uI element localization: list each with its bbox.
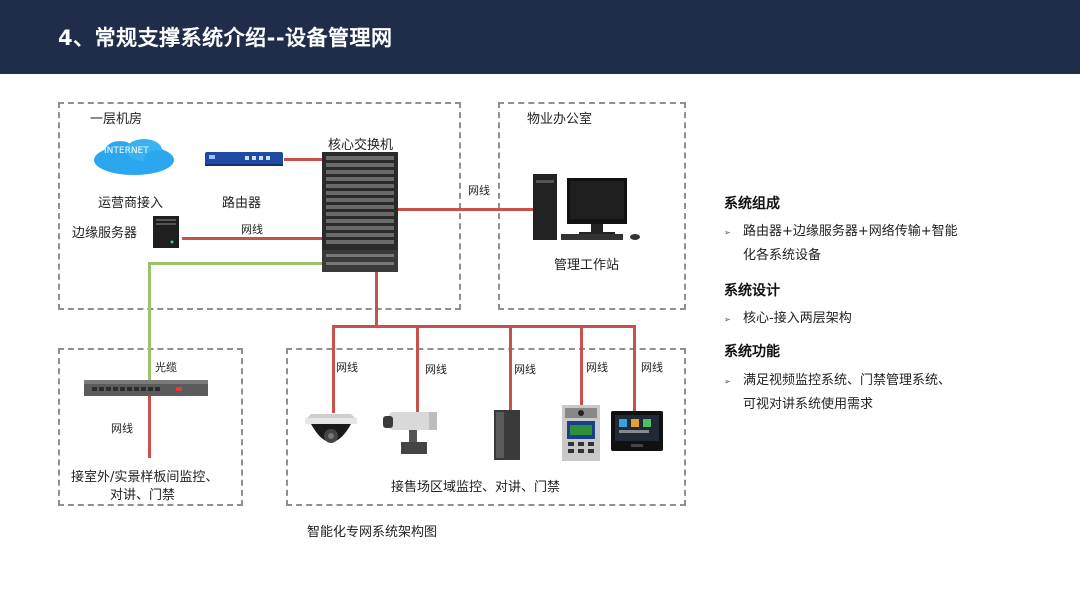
- link-label-3: 网线: [514, 363, 536, 376]
- function-line2: 可视对讲系统使用需求: [743, 397, 874, 412]
- workstation-label: 管理工作站: [554, 258, 620, 273]
- wire-drop-4: [580, 325, 583, 405]
- zone-sales: [286, 348, 686, 506]
- link-label-4: 网线: [586, 361, 608, 374]
- link-label-1: 网线: [336, 361, 358, 374]
- function-bullet: ➢: [724, 377, 731, 386]
- composition-bullet: ➢: [724, 228, 731, 237]
- wire-core-down: [375, 272, 378, 326]
- wire-server-core: [182, 237, 324, 240]
- link-label-switch: 网线: [111, 422, 133, 435]
- bullet-camera-icon: [383, 412, 437, 454]
- zone-machine-room: [58, 102, 461, 310]
- function-line1: 满足视频监控系统、门禁管理系统、: [743, 373, 952, 388]
- internet-label: INTERNET: [104, 146, 149, 156]
- page-title: 4、常规支撑系统介绍--设备管理网: [58, 26, 393, 50]
- edge-server-icon: [153, 216, 179, 248]
- access-reader-icon: [494, 410, 520, 460]
- internet-cloud-icon: [94, 139, 174, 175]
- isp-label: 运营商接入: [98, 196, 164, 211]
- outdoor-label-line2: 对讲、门禁: [110, 488, 176, 503]
- wire-fiber-horizontal: [148, 262, 324, 265]
- router-icon: [205, 152, 283, 166]
- link-label-fiber: 光缆: [155, 361, 177, 374]
- function-heading: 系统功能: [724, 344, 780, 360]
- router-label: 路由器: [222, 196, 262, 211]
- wire-sales-bus: [332, 325, 635, 328]
- wire-fiber-vertical: [148, 262, 151, 380]
- wire-router-core: [284, 158, 324, 161]
- design-heading: 系统设计: [724, 283, 780, 299]
- dome-camera-icon: [305, 414, 357, 443]
- door-intercom-icon: [562, 405, 600, 461]
- access-switch-icon: [84, 380, 208, 396]
- design-bullet: ➢: [724, 315, 731, 324]
- composition-line2: 化各系统设备: [743, 248, 822, 263]
- zone-label-office: 物业办公室: [527, 112, 593, 127]
- zone-office: [498, 102, 686, 310]
- edge-server-label: 边缘服务器: [72, 226, 138, 241]
- wire-drop-1: [332, 325, 335, 413]
- core-switch-label: 核心交换机: [328, 138, 394, 153]
- header-bar: 4、常规支撑系统介绍--设备管理网: [0, 0, 1080, 74]
- wire-drop-2: [416, 325, 419, 413]
- composition-heading: 系统组成: [724, 196, 780, 212]
- link-label-office: 网线: [468, 184, 490, 197]
- wire-switch-down: [148, 394, 151, 458]
- design-line1: 核心-接入两层架构: [743, 311, 852, 326]
- link-label-server: 网线: [241, 223, 263, 236]
- diagram-caption: 智能化专网系统架构图: [307, 525, 438, 540]
- workstation-icon: [533, 174, 640, 240]
- outdoor-label-line1: 接室外/实景样板间监控、: [71, 470, 219, 485]
- zone-label-machine-room: 一层机房: [90, 112, 143, 127]
- wire-drop-3: [509, 325, 512, 413]
- wire-drop-5: [633, 325, 636, 411]
- link-label-5: 网线: [641, 361, 663, 374]
- wire-core-office: [398, 208, 534, 211]
- composition-line1: 路由器+边缘服务器+网络传输+智能: [743, 224, 958, 239]
- indoor-monitor-icon: [611, 411, 663, 451]
- link-label-2: 网线: [425, 363, 447, 376]
- sales-label: 接售场区域监控、对讲、门禁: [391, 480, 561, 495]
- core-switch-icon: [322, 152, 398, 272]
